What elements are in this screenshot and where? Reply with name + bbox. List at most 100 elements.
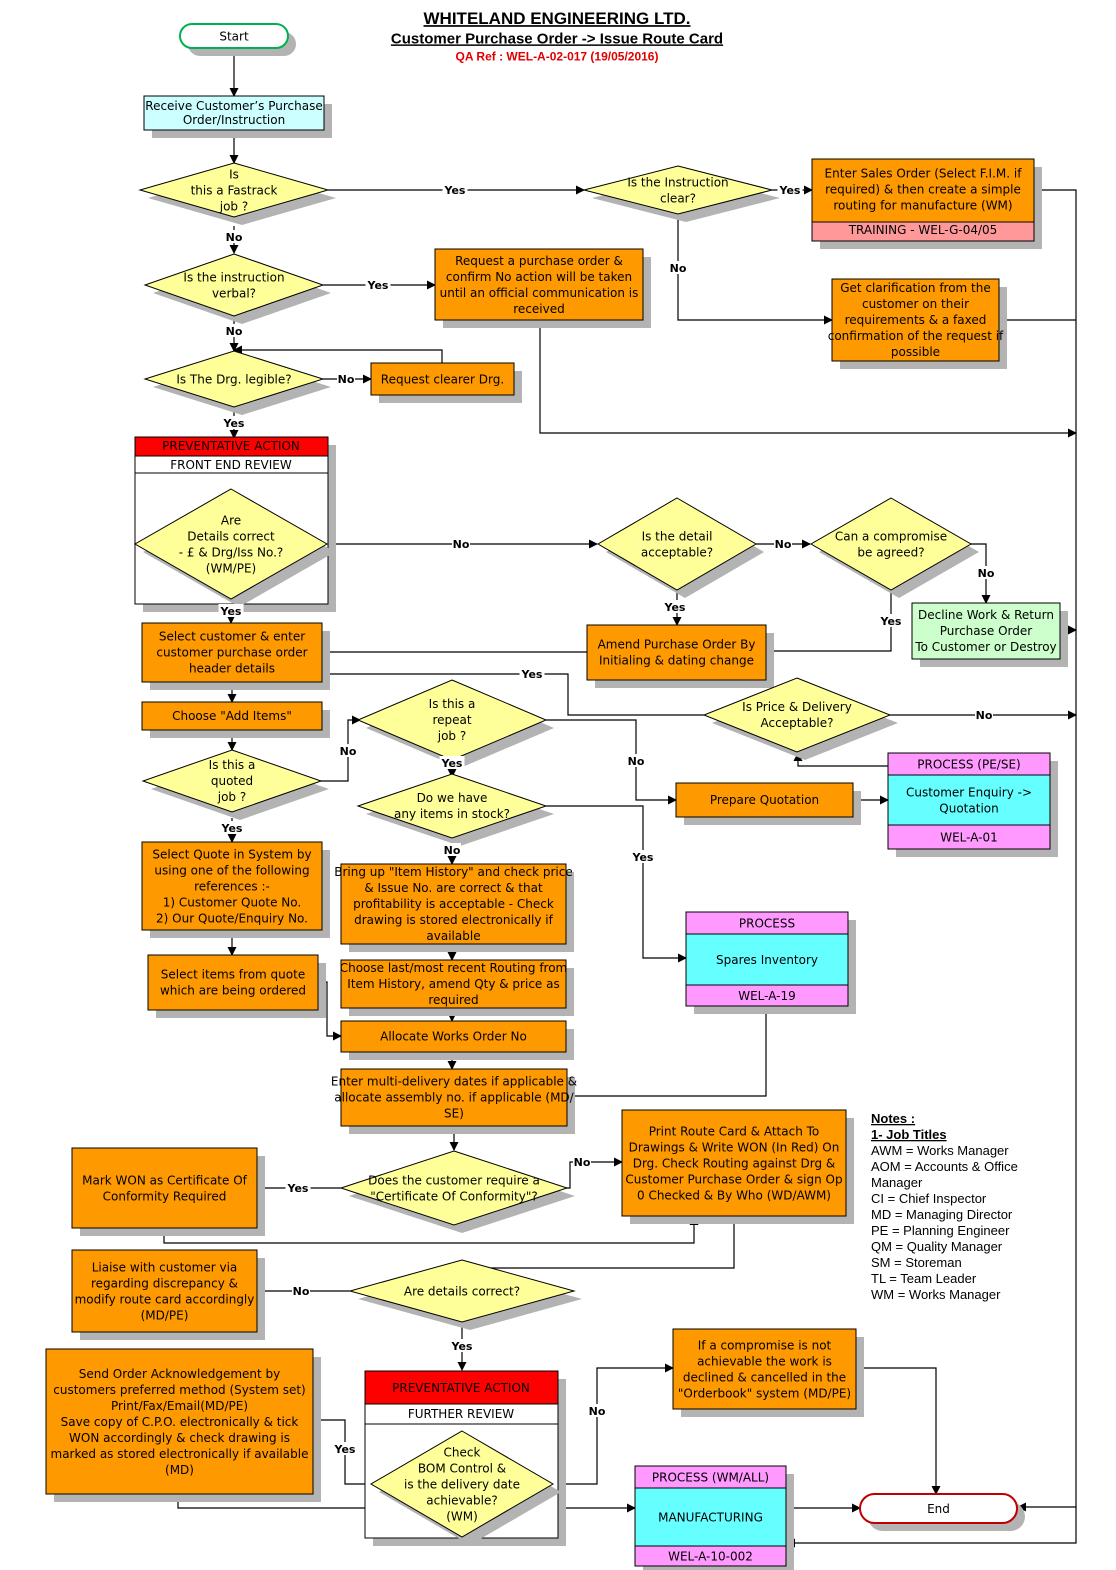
legible-decision [143,350,325,408]
compromise-not-to-end [856,1367,941,1495]
label-compromise-no: No [978,567,995,580]
label-stock-yes: Yes [632,851,654,864]
label-repeat-no: No [628,755,645,768]
process-spares-ref [685,984,849,1007]
item-history-box-label: Bring up "Item History" and check price&… [334,865,572,943]
sales-order-to-end [1017,189,1077,1512]
print-route-box [621,1109,847,1217]
label-instruction-clear-yes: Yes [779,184,801,197]
notes-line: WM = Works Manager [871,1287,1001,1302]
process-pese-header-label: PROCESS (PE/SE) [917,758,1020,772]
process-spares-body-label: Spares Inventory [716,953,818,967]
cert-conformity-decision-label: Does the customer require a"Certificate … [368,1173,540,1203]
add-items-box [141,701,323,731]
label-price-delivery-yes-bg [519,667,545,680]
label-verbal-yes-bg [365,278,391,291]
start-terminal-label: Start [219,29,249,43]
label-bom-no: No [589,1405,606,1418]
label-compromise-no-bg [977,566,995,579]
label-compromise-yes: Yes [880,615,902,628]
end-terminal [859,1493,1018,1524]
legible-decision-label: Is The Drg. legible? [176,372,291,386]
label-details-correct-no: No [453,538,470,551]
qa-reference: QA Ref : WEL-A-02-017 (19/05/2016) [456,49,659,63]
process-manufacturing-ref [634,1545,787,1567]
compromise-yes [765,592,892,656]
label-quoted-no-bg [339,744,357,757]
label-details-2-no: No [293,1285,310,1298]
request-po-box [434,248,644,321]
bom-no [553,1363,674,1485]
label-cert-yes: Yes [287,1182,309,1195]
label-fastrack-yes-bg [442,183,468,196]
detail-acceptable-decision [597,497,757,591]
clearer-back [233,345,443,363]
details-correct-2-decision [348,1259,576,1323]
label-repeat-no-bg [627,754,645,767]
label-compromise-yes-bg [878,614,904,627]
preventative-1-sub [134,455,329,474]
label-details-correct-yes: Yes [220,605,242,618]
label-verbal-no: No [226,325,243,338]
notes-line: CI = Chief Inspector [871,1191,987,1206]
shapes [45,23,1068,1570]
select-items-box [147,954,319,1011]
print-to-details [461,1216,735,1273]
request-po-to-rail [539,320,1077,438]
label-detail-acceptable-yes-bg [662,600,688,613]
liaise-box [71,1249,258,1333]
label-fastrack-no-bg [225,230,243,243]
label-price-delivery-no: No [976,709,993,722]
notes-subheading: 1- Job Titles [871,1127,947,1142]
select-customer-box [141,622,323,683]
process-pese-body-label: Customer Enquiry ->Quotation [906,785,1032,815]
training-strip [811,221,1035,242]
mark-won-box [71,1147,258,1229]
process-manufacturing-body [634,1487,787,1547]
notes-heading: Notes : [871,1111,915,1126]
text-layer: WHITELAND ENGINEERING LTD.Customer Purch… [51,9,1057,1563]
label-details-correct-yes-bg [218,604,244,617]
label-detail-acceptable-no-bg [774,537,792,550]
label-cert-yes-bg [285,1181,311,1194]
stock-yes [546,805,687,963]
label-fastrack-no: No [226,231,243,244]
process-pese-ref-label: WEL-A-01 [940,830,998,844]
end-terminal-label: End [927,1502,950,1516]
allocate-won-box [340,1020,567,1053]
rail-to-mfg [786,1507,1077,1548]
process-pese-ref [887,824,1051,850]
clarification-box [831,278,1000,362]
label-details-2-yes-bg [449,1339,475,1352]
label-repeat-yes-bg [439,756,465,769]
compromise-no [970,543,991,604]
label-verbal-no-bg [225,324,243,337]
fastrack-decision [138,162,330,218]
details-correct-2-decision-label: Are details correct? [404,1284,520,1298]
label-details-2-yes: Yes [451,1340,473,1353]
label-instruction-clear-yes-bg [777,183,803,196]
label-stock-yes-bg [630,850,656,863]
preventative-1-header-label: PREVENTATIVE ACTION [162,439,300,453]
process-manufacturing-ref-label: WEL-A-10-002 [668,1549,753,1563]
price-delivery-decision [702,677,892,753]
receive-po [143,95,325,131]
label-fastrack-yes: Yes [444,184,466,197]
multi-delivery-box-label: Enter multi-delivery dates if applicable… [331,1074,577,1120]
